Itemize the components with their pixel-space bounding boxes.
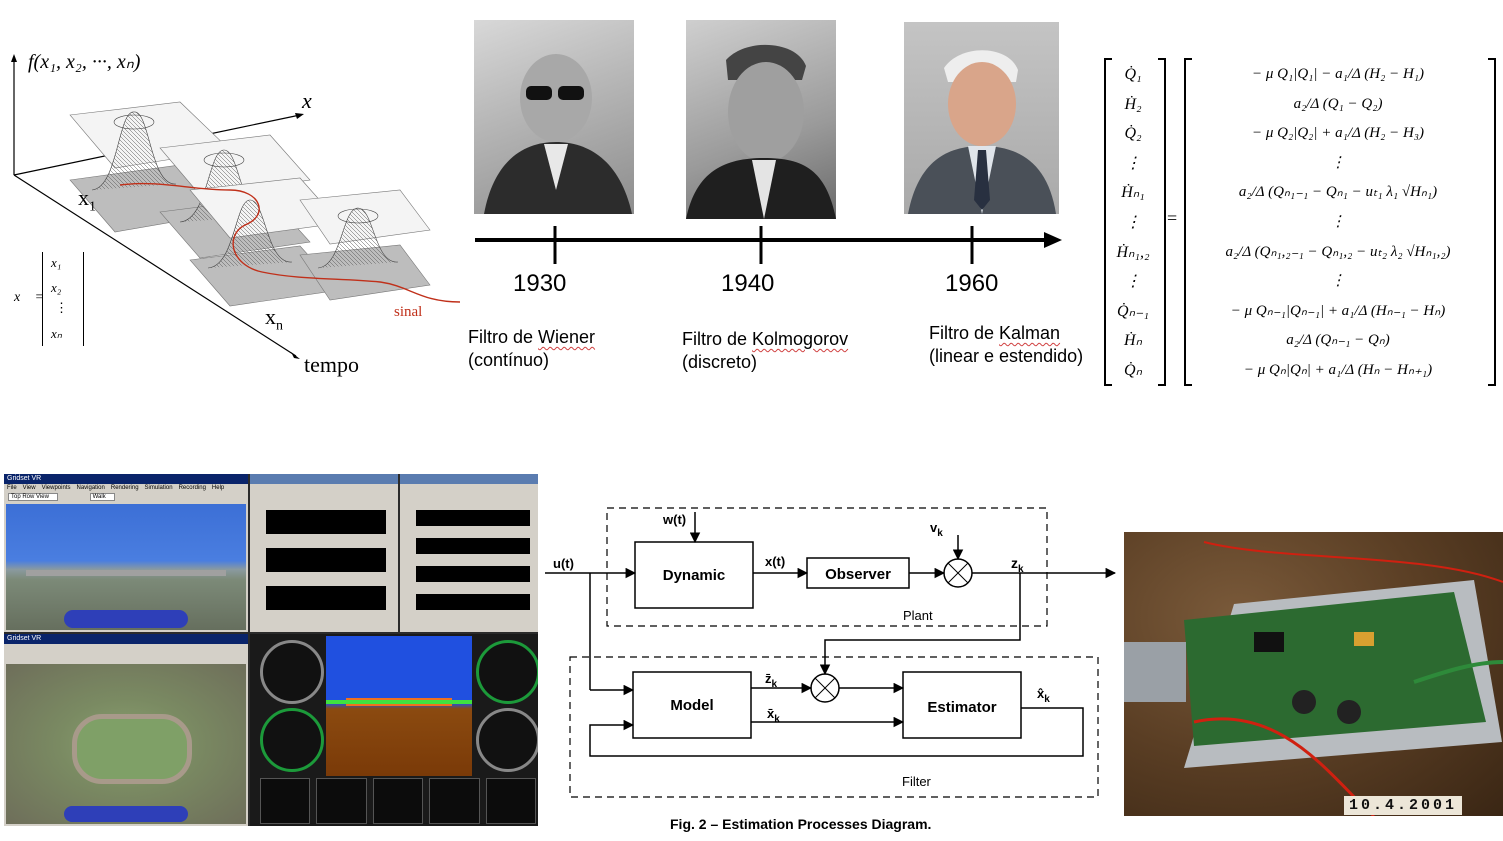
- matrix-equals: =: [1167, 208, 1178, 228]
- kolmogorov-filter-label: Filtro de Kolmogorov (discreto): [682, 329, 849, 372]
- vr-window-top: Gridset VR File View Viewpoints Navigati…: [4, 474, 248, 632]
- lhs-entry: Ḣₙ₁: [1121, 184, 1145, 202]
- gauge-2: [260, 708, 324, 772]
- flight-simulator-screenshot: Gridset VR File View Viewpoints Navigati…: [4, 474, 538, 826]
- xn-label: xn: [265, 304, 283, 334]
- date-stamp: 10.4.2001: [1344, 796, 1463, 815]
- filter-group-label: Filter: [902, 774, 932, 789]
- kalman-filter-label: Filtro de Kalman (linear e estendido): [929, 323, 1084, 366]
- model-block: [632, 671, 752, 739]
- timeline-axis: [475, 226, 1062, 264]
- surface-slice-4: [299, 189, 431, 301]
- lhs-bracket: [1104, 58, 1166, 386]
- circuit-board-photo: [1124, 532, 1503, 816]
- noise-signal-label: w(t): [662, 512, 686, 527]
- runway: [26, 570, 226, 576]
- rhs-entry: a₂/Δ (Qₙ₁,₂₋₁ − Qₙ₁,₂ − uₜ₂ λ₂ √Hₙ₁,₂): [1225, 243, 1451, 260]
- observer-block: [806, 557, 910, 589]
- plot-window-2: [400, 474, 538, 632]
- wiener-filter-label: Filtro de Wiener (contínuo): [468, 327, 596, 370]
- lhs-entry: Q̇ₙ₋₁: [1117, 302, 1149, 320]
- model-output-label: z̄k: [765, 671, 778, 690]
- vector-axis-label: x⃗: [302, 88, 329, 113]
- rhs-entry: ⋮: [1330, 154, 1346, 171]
- rhs-bracket: [1184, 58, 1496, 386]
- lhs-entry: Ḣ₂: [1124, 95, 1142, 113]
- lhs-entry: ⋮: [1125, 214, 1141, 231]
- lhs-entry: ⋮: [1125, 273, 1141, 291]
- time-axis: [13, 174, 297, 357]
- lhs-entry: Q̇ₙ: [1124, 362, 1142, 379]
- vr-3d-viewport[interactable]: [6, 504, 246, 630]
- time-axis-label: tempo: [304, 352, 359, 377]
- year-1940: 1940: [721, 270, 775, 297]
- instrument-panel: [250, 634, 538, 826]
- function-label: f(x₁, x₂, ···, xₙ): [28, 51, 141, 73]
- model-state-label: x̄k: [767, 706, 780, 725]
- estimator-block: [902, 671, 1022, 739]
- plant-group: [606, 507, 1048, 627]
- kalman-portrait: [904, 22, 1059, 214]
- year-1930: 1930: [513, 270, 567, 297]
- dynamic-block: [634, 541, 754, 609]
- nav-bar[interactable]: [64, 610, 188, 628]
- vr-window-title: Gridset VR: [4, 474, 248, 484]
- model-label: Model: [670, 697, 713, 714]
- diagram-caption: Fig. 2 – Estimation Processes Diagram.: [670, 816, 932, 832]
- year-1960: 1960: [945, 270, 999, 297]
- measurement-noise-label: vk: [930, 520, 943, 539]
- rhs-entry: a₂/Δ (Qₙ₋₁ − Qₙ): [1286, 332, 1390, 349]
- filter-group: [569, 656, 1099, 798]
- plot-window-1: [250, 474, 398, 632]
- signal-curve: [119, 182, 461, 303]
- nav-bar[interactable]: [64, 806, 188, 822]
- rhs-entry: a₂/Δ (Q₁ − Q₂): [1293, 95, 1383, 112]
- rhs-entry: ⋮: [1330, 273, 1346, 290]
- gaussian-surface-plot: [11, 54, 461, 359]
- attitude-indicator: [326, 636, 472, 776]
- plant-group-label: Plant: [903, 608, 933, 623]
- kolmogorov-portrait: [686, 20, 836, 219]
- gauge-3: [476, 640, 538, 704]
- gauge-row: [260, 778, 537, 824]
- rhs-entry: − μ Qₙ₋₁|Qₙ₋₁| + a₁/Δ (Hₙ₋₁ − Hₙ): [1230, 302, 1446, 319]
- vr-toolbar: Top Row View Walk: [4, 493, 248, 502]
- lhs-entry: Ḣₙ₁,₂: [1116, 243, 1150, 261]
- rhs-entry: a₂/Δ (Qₙ₁₋₁ − Qₙ₁ − uₜ₁ λ₁ √Hₙ₁): [1238, 184, 1438, 201]
- gauge-4: [476, 708, 538, 772]
- vector-bracket: x₁ x₂ ⋮ xₙ: [42, 252, 84, 346]
- state-signal-label: x(t): [765, 554, 785, 569]
- output-signal-label: zk: [1011, 555, 1024, 575]
- running-track: [72, 714, 192, 784]
- rhs-entry: − μ Q₁|Q₁| − a₁/Δ (H₂ − H₁): [1252, 66, 1424, 82]
- gauge-1: [260, 640, 324, 704]
- rhs-entry: − μ Qₙ|Qₙ| + a₁/Δ (Hₙ − Hₙ₊₁): [1243, 362, 1433, 378]
- observer-label: Observer: [825, 566, 891, 583]
- vr-menu-bar: File View Viewpoints Navigation Renderin…: [7, 485, 225, 491]
- rhs-entry: − μ Q₂|Q₂| + a₁/Δ (H₂ − H₃): [1252, 125, 1424, 142]
- lhs-entry: Q̇₁: [1124, 66, 1142, 83]
- dynamic-label: Dynamic: [663, 567, 726, 584]
- wiener-portrait: [474, 20, 634, 214]
- lhs-entry: ⋮: [1125, 154, 1141, 172]
- lhs-entry: Q̇₂: [1124, 125, 1142, 143]
- estimate-label: x̂k: [1037, 686, 1050, 705]
- view-select[interactable]: Top Row View: [8, 493, 58, 501]
- vr-aerial-viewport[interactable]: [6, 664, 246, 824]
- signal-label: sinal: [394, 304, 423, 320]
- input-signal-label: u(t): [553, 556, 574, 571]
- surface-slice-3: [189, 177, 341, 307]
- vr-window-bottom: Gridset VR: [4, 634, 248, 826]
- rhs-entry: ⋮: [1330, 214, 1346, 230]
- x1-label: x1: [78, 185, 96, 215]
- estimation-block-diagram: Dynamic Observer Model Estimator u(t) w(…: [545, 507, 1117, 798]
- walk-select[interactable]: Walk: [89, 493, 115, 501]
- lhs-entry: Ḣₙ: [1124, 332, 1142, 350]
- estimator-label: Estimator: [927, 699, 996, 716]
